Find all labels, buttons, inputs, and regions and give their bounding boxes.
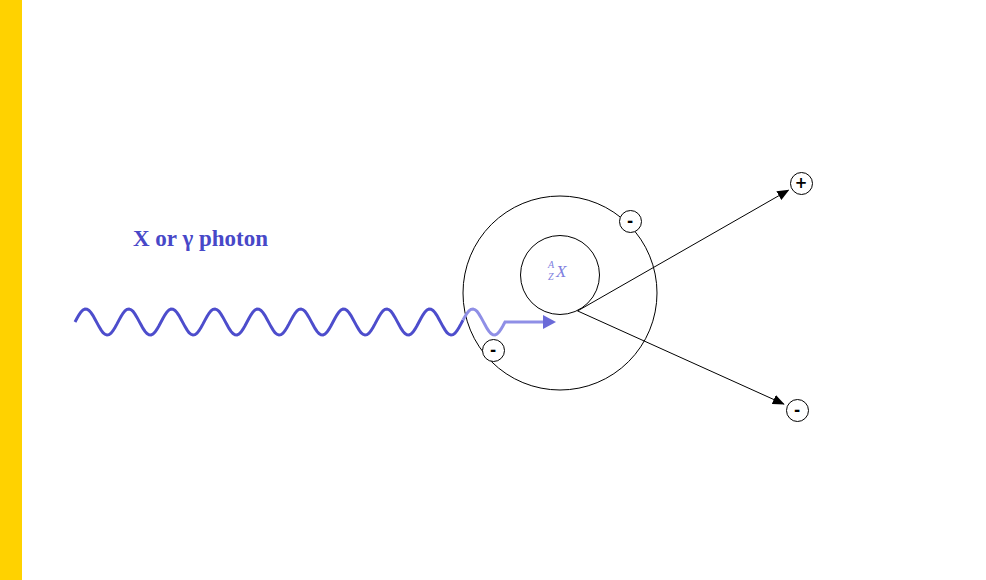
photon-label: X or γ photon [133, 226, 268, 252]
charge-sign: - [490, 343, 496, 358]
atomic-number: Z [548, 272, 554, 282]
particle-track [578, 190, 789, 311]
photon-arrowhead [543, 315, 556, 329]
mass-number: A [548, 260, 554, 270]
nucleus-circle: AZX [520, 235, 600, 315]
element-symbol: X [556, 263, 566, 280]
charge-sign: + [795, 176, 808, 191]
electron-symbol: - [786, 399, 809, 422]
charge-sign: - [794, 403, 800, 418]
electron-symbol: - [619, 210, 642, 233]
electron-shell [463, 196, 657, 390]
electron-symbol: - [482, 339, 505, 362]
side-bar [0, 0, 22, 580]
charge-sign: - [627, 214, 633, 229]
photon-wave-fade [463, 309, 545, 335]
particle-track [578, 311, 784, 404]
positron-symbol: + [790, 172, 813, 195]
photon-wave [75, 309, 463, 335]
